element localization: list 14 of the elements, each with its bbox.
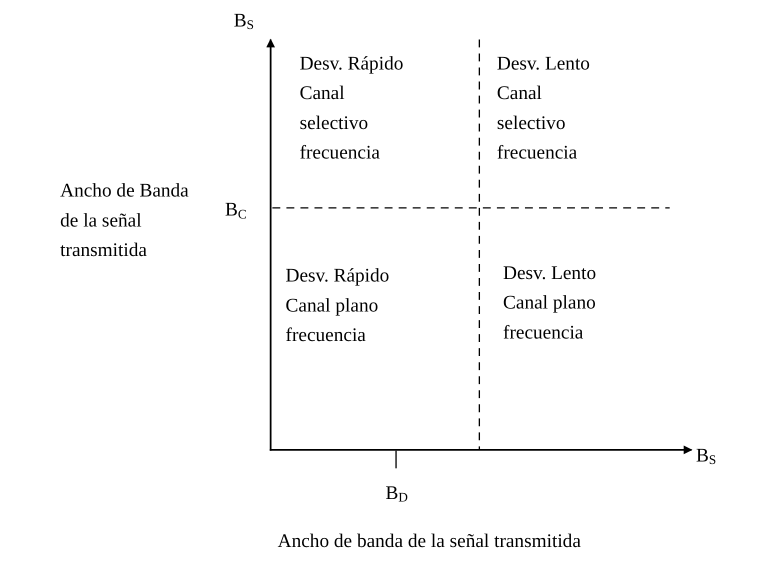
quadrant-text: Canal plano frecuencia xyxy=(503,290,597,345)
quadrant-text: Canal selectivo frecuencia xyxy=(300,80,381,166)
quadrant-title: Desv. Rápido xyxy=(286,262,390,288)
quadrant-title: Desv. Rápido xyxy=(300,50,404,76)
axis-label: B$_{C}$ xyxy=(225,197,247,224)
axis-label: B$_{S}$ xyxy=(696,442,716,470)
quadrant-text: Canal selectivo frecuencia xyxy=(496,80,578,166)
quadrant-text: Canal plano frecuencia xyxy=(286,292,380,348)
axis-title: Ancho de Banda de la señal transmitida xyxy=(60,178,190,262)
axis-label: B$_{D}$ xyxy=(386,480,408,508)
axis-label: B$_{S}$ xyxy=(234,8,254,34)
quadrant-title: Desv. Lento xyxy=(496,50,590,76)
axis-title: Ancho de banda de la señal transmitida xyxy=(278,528,581,554)
quadrant-title: Desv. Lento xyxy=(503,260,596,286)
